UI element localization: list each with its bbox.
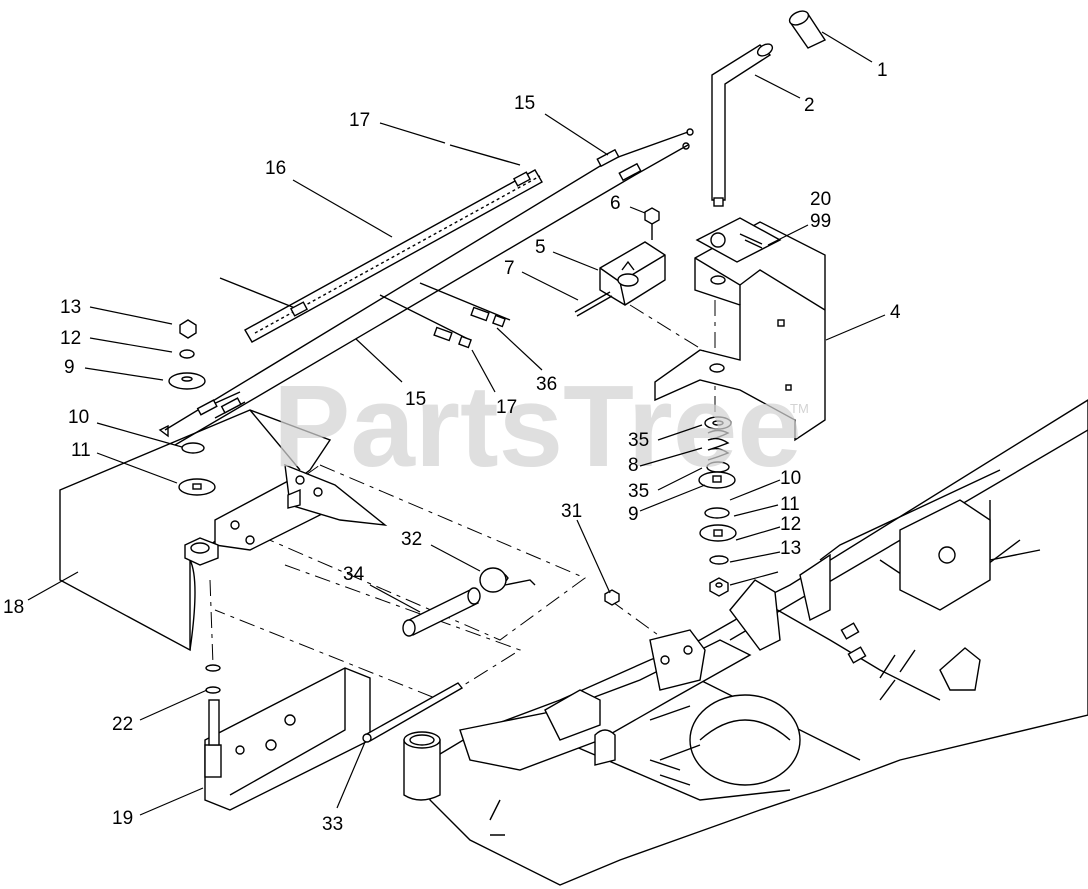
pivot-rod-33 (362, 682, 464, 743)
callout-10: 10 (780, 468, 801, 489)
grip-1 (788, 10, 827, 49)
callout-15: 15 (405, 389, 426, 410)
callout-17: 17 (496, 397, 517, 418)
callout-22: 22 (112, 714, 133, 735)
watermark-text: PartsTree (273, 361, 802, 491)
callout-33: 33 (322, 814, 343, 835)
callout-13: 13 (60, 297, 81, 318)
roller-34 (402, 587, 481, 637)
callout-32: 32 (401, 529, 422, 550)
callout-36: 36 (536, 374, 557, 395)
callout-19: 19 (112, 808, 133, 829)
bolt-6 (644, 207, 660, 240)
callout-7: 7 (504, 258, 515, 279)
callout-6: 6 (610, 193, 621, 214)
right-hardware-stack (698, 416, 737, 597)
callout-13: 13 (780, 538, 801, 559)
callout-35: 35 (628, 430, 649, 451)
left-hardware-stack (168, 319, 219, 566)
callout-2: 2 (804, 95, 815, 116)
callout-20: 20 (810, 189, 831, 210)
cables-15 (158, 128, 694, 446)
callout-17: 17 (349, 110, 370, 131)
callout-9: 9 (628, 504, 639, 525)
callout-4: 4 (890, 302, 901, 323)
callout-99: 99 (810, 211, 831, 232)
callout-35: 35 (628, 481, 649, 502)
callout-11: 11 (71, 440, 91, 461)
watermark: PartsTree TM (273, 361, 809, 491)
callout-numbers: 1 2 15 17 16 20 99 6 5 7 4 13 12 9 36 15… (3, 60, 901, 835)
callout-12: 12 (60, 328, 81, 349)
control-handle-2 (711, 43, 774, 207)
nut-31 (604, 589, 620, 606)
callout-31: 31 (561, 501, 582, 522)
callout-12: 12 (780, 514, 801, 535)
pivot-block-5 (599, 241, 666, 306)
callout-11: 11 (780, 494, 800, 515)
callout-16: 16 (265, 158, 286, 179)
control-bracket (214, 463, 388, 551)
callout-10: 10 (68, 407, 89, 428)
callout-34: 34 (343, 564, 365, 585)
cable-ties-36 (419, 282, 511, 328)
cable-ties-17 (219, 144, 532, 349)
callout-15: 15 (514, 93, 535, 114)
leader-lines (27, 31, 886, 816)
main-frame (429, 399, 1088, 886)
spring-32 (479, 567, 536, 593)
callout-8: 8 (628, 455, 639, 476)
handle-bracket-4 (654, 221, 826, 442)
callout-9: 9 (64, 357, 75, 378)
pin-7 (574, 291, 613, 317)
callout-18: 18 (3, 597, 24, 618)
pivot-sleeve (403, 731, 441, 801)
decal-20 (695, 217, 782, 263)
callout-1: 1 (877, 60, 888, 81)
callout-5: 5 (535, 237, 546, 258)
watermark-tm: TM (790, 401, 809, 416)
